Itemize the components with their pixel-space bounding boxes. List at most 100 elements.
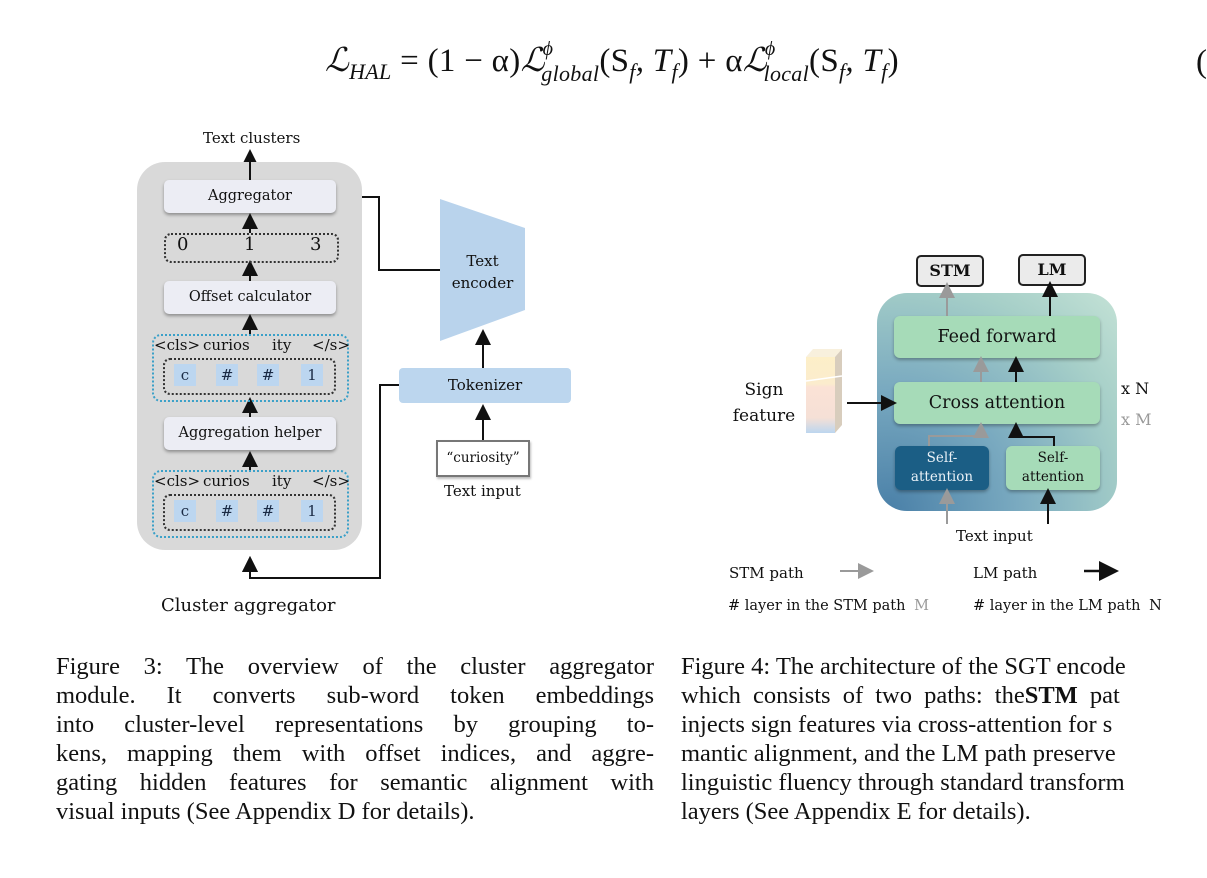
loss-equation: ℒHAL = (1 − α)ℒϕglobal(Sf, Tf) + αℒϕloca… (0, 38, 1207, 90)
sign-feature-text: feature (732, 406, 796, 426)
caption-line: layers (See Appendix E for details). (681, 798, 1031, 825)
superscript: ϕ (764, 38, 776, 60)
equation-args: ) (677, 43, 690, 79)
legend-lm-layers-text: # layer in the LM path (973, 598, 1141, 614)
offset-indices-box (164, 233, 339, 263)
subscript: local (763, 61, 810, 86)
global-loss-symbol: ℒ (520, 43, 545, 79)
legend-n-symbol: N (1149, 598, 1162, 614)
offset-calculator-box: Offset calculator (164, 281, 336, 314)
cross-attention-box: Cross attention (894, 382, 1100, 424)
equation-formula: ℒHAL = (1 − α)ℒϕglobal(Sf, Tf) + αℒϕloca… (325, 38, 899, 86)
token: ity (272, 472, 292, 490)
lm-output-box: LM (1018, 254, 1086, 286)
token-id: 1 (301, 364, 323, 386)
equation-number: ( (1196, 44, 1207, 80)
caption-line: visual inputs (See Appendix D for detail… (56, 798, 475, 825)
token-id: 1 (301, 500, 323, 522)
legend-lm-layers: # layer in the LM path N (973, 598, 1162, 614)
caption-text: pat (1077, 682, 1120, 709)
subscript: f (881, 59, 888, 84)
local-loss-symbol: ℒ (742, 43, 767, 79)
text-encoder-label: Text (466, 252, 499, 270)
offset-index: 1 (244, 234, 256, 255)
caption-line: which consists of two paths: theSTM pat (681, 681, 1207, 710)
legend-stm-layers: # layer in the STM path M (728, 598, 929, 614)
subscript: f (838, 59, 846, 84)
legend-lm-path: LM path (973, 564, 1038, 582)
loss-subscript: HAL (349, 59, 392, 84)
self-attention-label: Self- (1037, 450, 1069, 466)
stm-self-attention-box: Self- attention (895, 446, 989, 490)
token-id: # (216, 364, 238, 386)
text-input-label: Text input (956, 527, 1033, 545)
token-id: c (174, 500, 196, 522)
equation-args: (S (809, 43, 839, 79)
token-group (152, 334, 349, 402)
figure-3: Text clusters Aggregator 0 1 3 Offset ca… (0, 0, 640, 640)
superscript: ϕ (542, 38, 554, 60)
caption-line: linguistic fluency through standard tran… (681, 769, 1125, 796)
self-attention-label: attention (910, 469, 974, 485)
token: curios (203, 472, 250, 490)
token: </s> (312, 336, 350, 354)
repeat-m-label: x M (1121, 410, 1152, 429)
equation-args: , T (845, 43, 882, 79)
token-id: # (257, 364, 279, 386)
token: </s> (312, 472, 350, 490)
self-attention-label: attention (1021, 469, 1085, 485)
loss-symbol: ℒ (325, 43, 350, 79)
self-attention-label: Self- (926, 450, 958, 466)
text-clusters-label: Text clusters (203, 129, 301, 147)
legend-m-symbol: M (914, 598, 929, 614)
token-id: # (257, 500, 279, 522)
token-id-box (163, 358, 336, 395)
offset-index: 3 (310, 234, 322, 255)
caption-line: module. It converts sub-word token embed… (56, 682, 654, 709)
token: <cls> (154, 472, 201, 490)
repeat-n-label: x N (1121, 379, 1150, 398)
token-id-box (163, 494, 336, 531)
subscript: f (671, 59, 678, 84)
text-encoder-label: encoder (451, 274, 514, 292)
caption-line: Figure 4: The architecture of the SGT en… (681, 653, 1126, 680)
token: ity (272, 336, 292, 354)
stm-output-box: STM (916, 255, 984, 287)
tokenizer-box: Tokenizer (399, 368, 571, 403)
token: curios (203, 336, 250, 354)
legend-stm-path: STM path (729, 564, 804, 582)
feed-forward-box: Feed forward (894, 316, 1100, 358)
aggregation-helper-box: Aggregation helper (164, 417, 336, 450)
equation-args: (S (599, 43, 630, 79)
subscript: global (541, 61, 600, 86)
token-id: # (216, 500, 238, 522)
caption-line: injects sign features via cross-attentio… (681, 711, 1113, 738)
token: <cls> (154, 336, 201, 354)
sign-feature-label: Sign feature (724, 377, 804, 429)
token-id: c (174, 364, 196, 386)
caption-line: kens, mapping them with offset indices, … (56, 740, 654, 767)
caption-line: gating hidden features for semantic alig… (56, 769, 654, 796)
equation-args: , T (635, 43, 672, 79)
text-encoder: Text encoder (440, 250, 525, 294)
aggregator-box: Aggregator (164, 180, 336, 213)
text-input-value: “curiosity” (436, 440, 530, 477)
equation-term: + α (689, 43, 743, 79)
token-group (152, 470, 349, 538)
figure3-caption: Figure 3: The overview of the cluster ag… (56, 652, 654, 826)
figure4-caption: Figure 4: The architecture of the SGT en… (681, 652, 1207, 826)
caption-line: mantic alignment, and the LM path preser… (681, 740, 1116, 767)
caption-bold-text: STM (1024, 682, 1078, 709)
lm-self-attention-box: Self- attention (1006, 446, 1100, 490)
text-input-label: Text input (444, 482, 521, 500)
caption-text: which consists of two paths: the (681, 682, 1025, 709)
caption-line: Figure 3: The overview of the cluster ag… (56, 653, 654, 680)
equation-args: ) (887, 43, 899, 79)
offset-index: 0 (177, 234, 189, 255)
cluster-aggregator-label: Cluster aggregator (161, 595, 336, 616)
equation-term: = (1 − α) (400, 43, 521, 79)
legend-stm-layers-text: # layer in the STM path (728, 598, 906, 614)
sign-feature-text: Sign (744, 380, 784, 400)
text-encoder-shape (440, 199, 525, 341)
caption-line: into cluster-level representations by gr… (56, 711, 654, 738)
